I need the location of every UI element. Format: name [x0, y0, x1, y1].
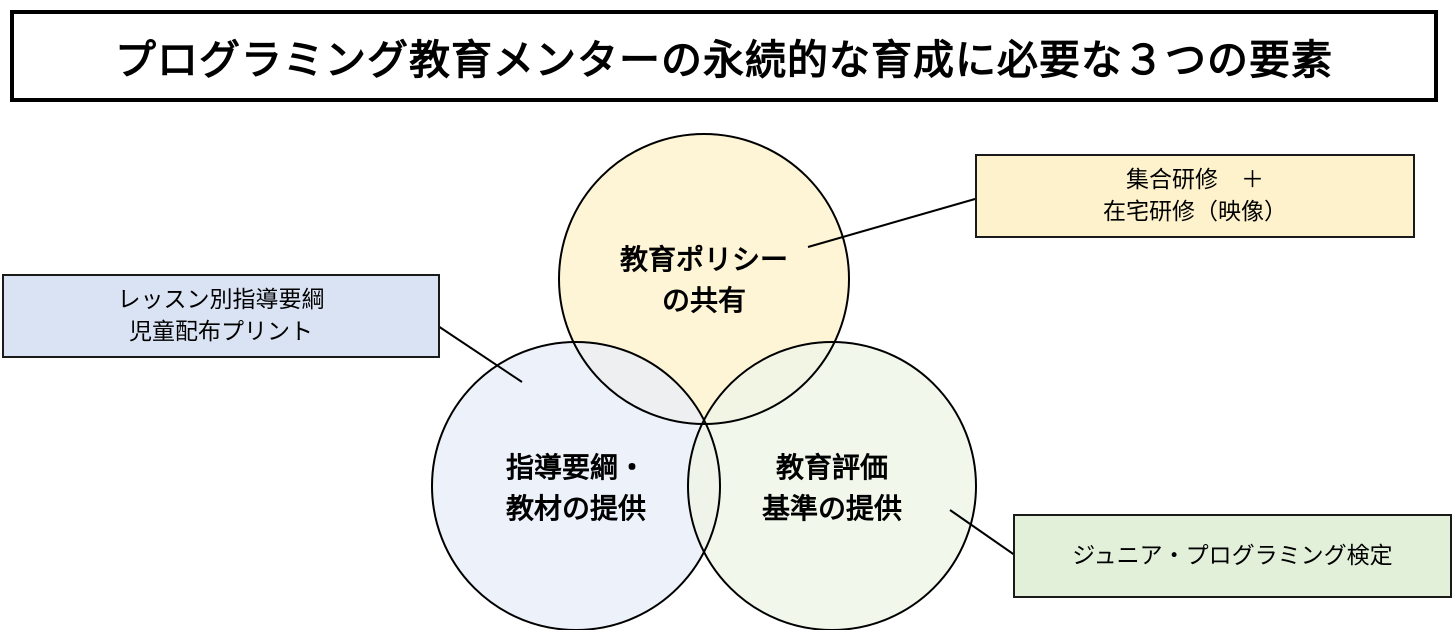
- circle-left-outline: [431, 341, 721, 630]
- circle-label-policy: 教育ポリシー の共有: [604, 240, 804, 321]
- circle-label-line: 教育ポリシー: [619, 243, 788, 276]
- connector-top: [807, 196, 983, 248]
- connector-right: [949, 509, 1020, 559]
- note-lesson-materials: レッスン別指導要綱 児童配布プリント: [2, 274, 440, 358]
- circle-label-line: 指導要綱・: [505, 451, 646, 484]
- note-certification: ジュニア・プログラミング検定: [1013, 514, 1452, 598]
- note-line: レッスン別指導要綱: [117, 286, 325, 313]
- note-line: 児童配布プリント: [129, 319, 313, 345]
- page-title: プログラミング教育メンターの永続的な育成に必要な３つの要素: [115, 36, 1333, 84]
- note-line: ジュニア・プログラミング検定: [1072, 542, 1393, 569]
- title-box: プログラミング教育メンターの永続的な育成に必要な３つの要素: [10, 10, 1438, 102]
- circle-label-line: 基準の提供: [761, 491, 902, 525]
- circle-label-evaluation: 教育評価 基準の提供: [732, 448, 932, 529]
- note-line: 在宅研修（映像）: [1103, 199, 1287, 225]
- circle-top: [559, 134, 849, 424]
- circle-label-line: 教育評価: [775, 451, 888, 484]
- circle-label-materials: 指導要綱・ 教材の提供: [476, 448, 676, 529]
- note-line: 集合研修 ＋: [1126, 166, 1264, 193]
- circle-label-line: 教材の提供: [505, 491, 646, 525]
- circle-right: [688, 342, 976, 630]
- circle-right-outline: [687, 341, 977, 630]
- circle-left: [432, 342, 720, 630]
- circle-top-outline: [558, 133, 850, 425]
- note-training: 集合研修 ＋ 在宅研修（映像）: [975, 154, 1415, 238]
- circle-label-line: の共有: [661, 283, 746, 317]
- connector-left: [437, 325, 523, 383]
